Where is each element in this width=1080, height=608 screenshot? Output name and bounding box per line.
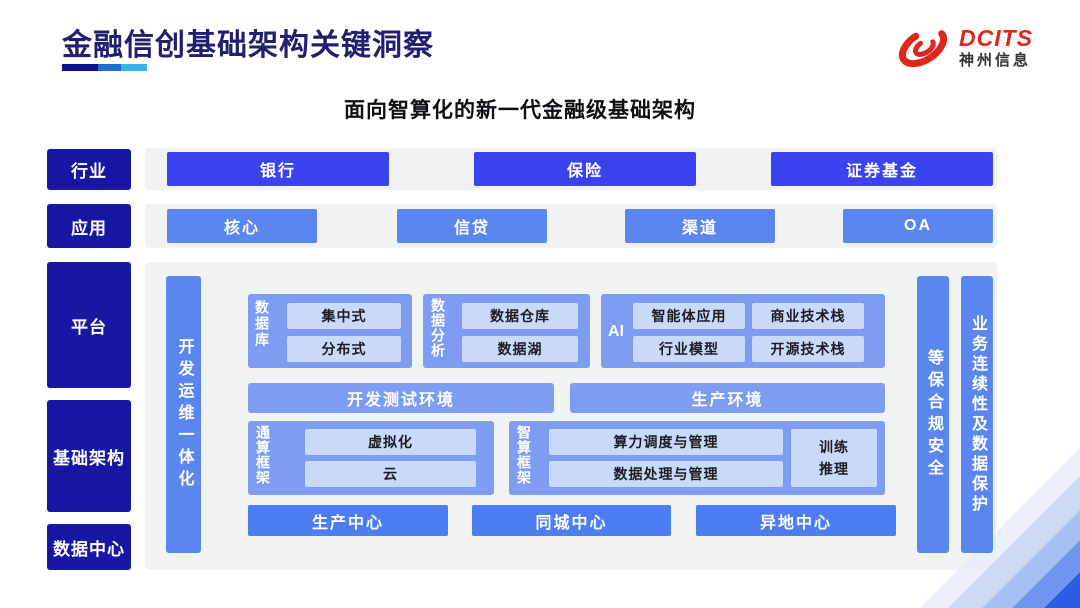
app-item-credit: 信贷: [397, 209, 547, 243]
row-label-datacenter: 数据中心: [47, 524, 131, 570]
ai-item-commercial: 商业技术栈: [752, 303, 864, 329]
title-underline-blue: [98, 64, 121, 71]
diagram-subtitle: 面向智算化的新一代金融级基础架构: [344, 99, 696, 122]
analytics-item-lake: 数据湖: [462, 336, 578, 362]
logo-text: DCITS 神州信息: [959, 24, 1033, 69]
industry-item-insurance: 保险: [474, 152, 696, 186]
general-compute-item-cloud: 云: [305, 461, 476, 487]
app-item-oa: OA: [843, 209, 993, 243]
ai-item-opensource: 开源技术栈: [752, 336, 864, 362]
row-label-industry: 行业: [47, 149, 131, 190]
database-item-distributed: 分布式: [287, 336, 401, 362]
logo-brand: DCITS: [959, 24, 1033, 51]
page-title: 金融信创基础架构关键洞察: [62, 29, 434, 62]
ai-item-industry-models: 行业模型: [633, 336, 745, 362]
prod-env-bar: 生产环境: [570, 383, 885, 413]
row-label-infrastructure: 基础架构: [47, 400, 131, 512]
devops-bar: 开发运维一体化: [166, 276, 201, 553]
row-label-application: 应用: [47, 204, 131, 248]
business-continuity-bar: 业务连续性及数据保护: [961, 276, 993, 553]
devops-bar-label: 开发运维一体化: [175, 337, 193, 492]
intelligent-compute-item-scheduling: 算力调度与管理: [549, 429, 783, 455]
training-line-1: 训练: [819, 438, 849, 455]
analytics-group-label: 数据分析: [430, 298, 446, 358]
company-logo: DCITS 神州信息: [893, 20, 1053, 74]
corner-decoration: [920, 448, 1080, 608]
analytics-item-warehouse: 数据仓库: [462, 303, 578, 329]
swirl-logo-icon: [898, 26, 948, 68]
intelligent-compute-item-training: 训练 推理: [791, 429, 877, 487]
industry-item-securities: 证券基金: [771, 152, 993, 186]
ai-item-agent-apps: 智能体应用: [633, 303, 745, 329]
industry-item-bank: 银行: [167, 152, 389, 186]
logo-company: 神州信息: [959, 51, 1032, 69]
dev-test-env-bar: 开发测试环境: [248, 383, 554, 413]
title-underline-cyan: [121, 64, 147, 71]
center-item-remote: 异地中心: [696, 505, 896, 536]
intelligent-compute-label: 智算框架: [516, 425, 532, 485]
general-compute-item-virtualization: 虚拟化: [305, 429, 476, 455]
business-continuity-label: 业务连续性及数据保护: [969, 314, 986, 515]
app-item-core: 核心: [167, 209, 317, 243]
app-item-channel: 渠道: [625, 209, 775, 243]
ai-group-label: AI: [608, 323, 624, 340]
center-item-production: 生产中心: [248, 505, 448, 536]
row-label-platform: 平台: [47, 262, 131, 388]
database-item-centralized: 集中式: [287, 303, 401, 329]
title-underline-dark: [62, 64, 98, 71]
security-compliance-bar: 等保合规安全: [917, 276, 949, 553]
center-item-same-city: 同城中心: [472, 505, 671, 536]
training-line-2: 推理: [819, 461, 849, 477]
security-compliance-label: 等保合规安全: [925, 348, 942, 481]
intelligent-compute-item-data-mgmt: 数据处理与管理: [549, 461, 783, 487]
database-group-label: 数据库: [254, 300, 270, 348]
general-compute-label: 通算框架: [255, 425, 271, 485]
